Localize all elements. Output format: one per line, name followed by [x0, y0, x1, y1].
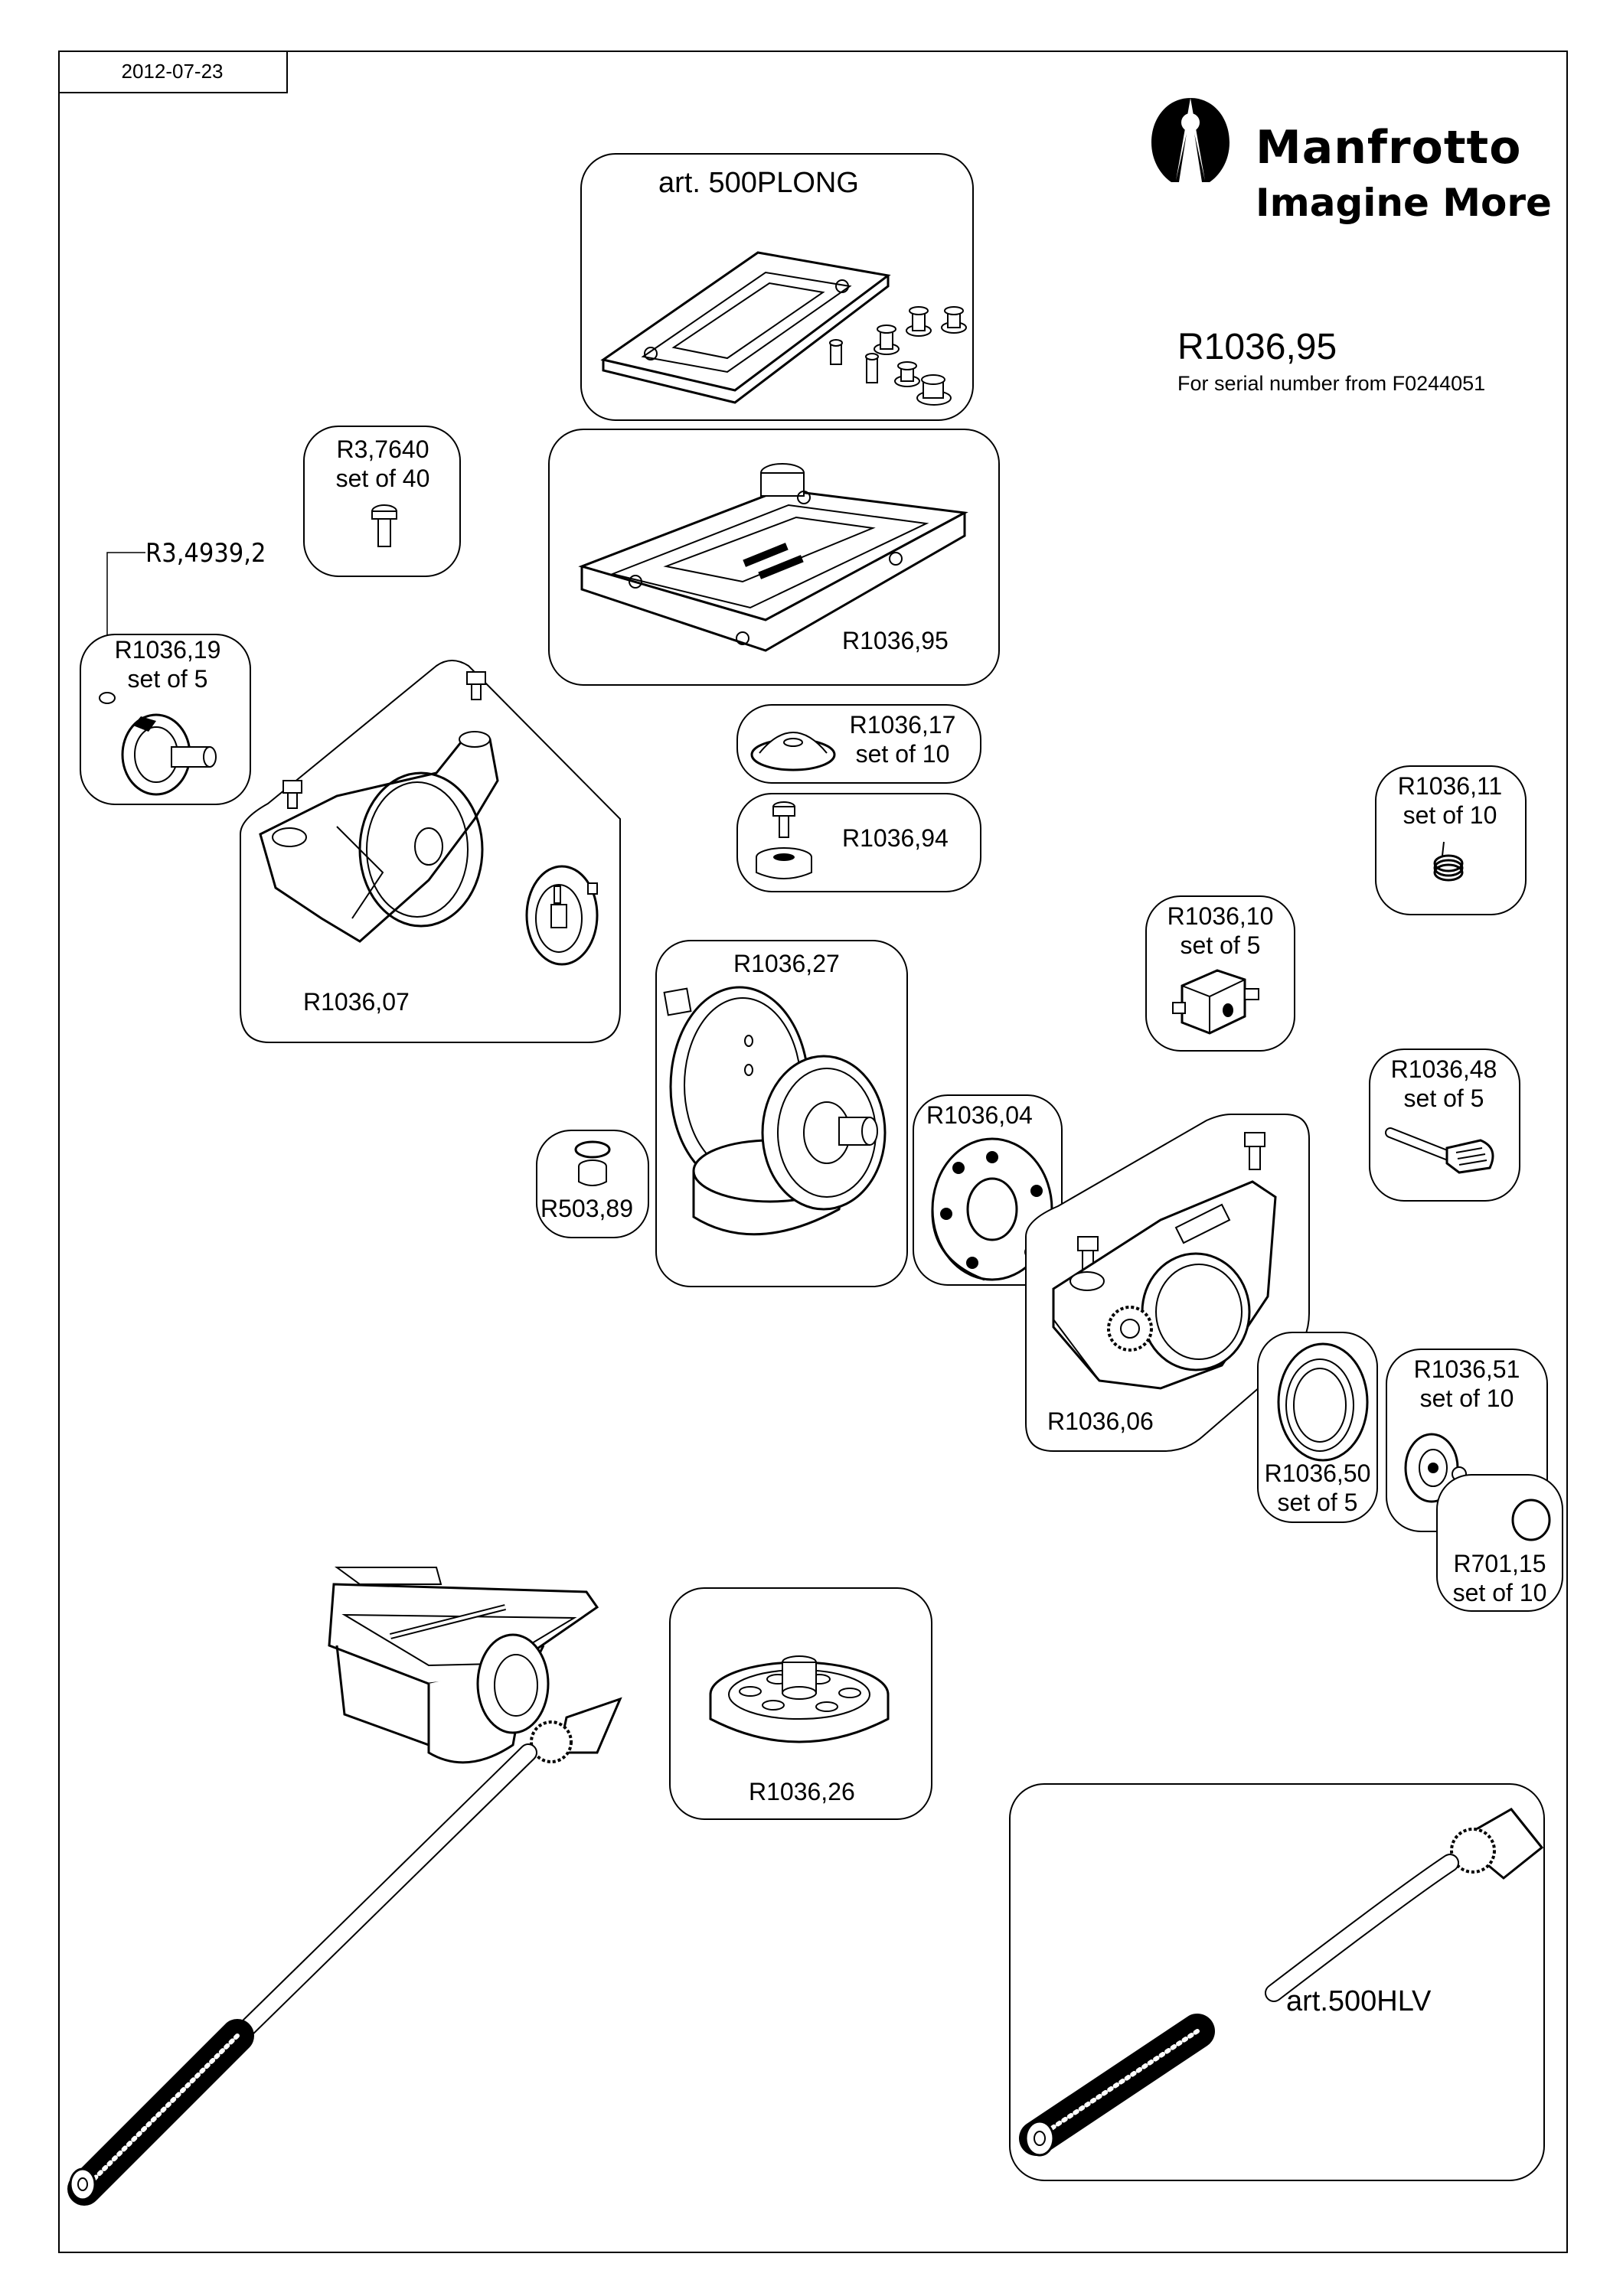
spindle-hub-icon	[95, 686, 248, 801]
brand-tagline: Imagine More	[1256, 181, 1552, 225]
part-label-500plong: art. 500PLONG	[658, 167, 859, 199]
pan-handle-icon	[1021, 1794, 1542, 2169]
part-label-r1036-48: R1036,48 set of 5	[1378, 1055, 1510, 1113]
plate-adapter-icon	[567, 444, 965, 673]
part-label-r1036-95: R1036,95	[842, 627, 949, 654]
fluid-disc-icon	[1266, 1338, 1373, 1476]
quick-release-plate-long-icon	[597, 207, 957, 413]
part-qty-r1036-50: set of 5	[1277, 1489, 1358, 1516]
part-qty-r1036-19: set of 5	[127, 665, 208, 693]
part-box-r3-7640[interactable]	[303, 426, 461, 577]
part-code-r1036-17: R1036,17	[849, 711, 956, 739]
brand-block: Manfrotto Imagine More	[1148, 90, 1562, 236]
part-label-r503-89: R503,89	[540, 1195, 633, 1222]
base-hub-icon	[697, 1645, 903, 1768]
part-label-r1036-07: R1036,07	[303, 988, 410, 1016]
part-code-r3-7640: R3,7640	[336, 435, 429, 463]
part-label-r1036-04: R1036,04	[926, 1101, 1033, 1129]
part-qty-r701-15: set of 10	[1452, 1579, 1547, 1606]
part-code-r1036-11: R1036,11	[1397, 772, 1503, 800]
part-label-500hlv: art.500HLV	[1286, 1985, 1432, 2017]
part-qty-r1036-11: set of 10	[1403, 801, 1497, 829]
part-label-r1036-27: R1036,27	[733, 950, 840, 977]
brand-name: Manfrotto	[1256, 121, 1522, 174]
part-qty-r1036-51: set of 10	[1419, 1384, 1514, 1412]
part-box-r701-15[interactable]	[1436, 1474, 1563, 1612]
lever-knob-icon	[1383, 1117, 1505, 1186]
drag-cap-icon	[1393, 1424, 1478, 1515]
part-qty-r1036-48: set of 5	[1403, 1084, 1484, 1112]
part-code-r1036-10: R1036,10	[1167, 902, 1274, 930]
bolt-washer-icon	[750, 796, 834, 888]
part-label-r1036-10: R1036,10 set of 5	[1154, 902, 1286, 960]
part-code-r1036-51: R1036,51	[1413, 1355, 1520, 1383]
part-label-r1036-06: R1036,06	[1047, 1407, 1154, 1435]
drawing-frame	[58, 51, 1568, 2253]
part-label-r1036-11: R1036,11 set of 10	[1384, 771, 1516, 830]
part-label-r1036-50: R1036,50 set of 5	[1260, 1459, 1375, 1517]
reference-note: For serial number from F0244051	[1177, 372, 1486, 395]
part-label-r1036-51: R1036,51 set of 10	[1398, 1355, 1536, 1413]
part-label-r3-4939: R3,4939,2	[145, 538, 266, 569]
screw-icon	[371, 504, 398, 550]
tilt-assembly-icon	[663, 980, 900, 1270]
part-code-r701-15: R701,15	[1453, 1550, 1546, 1577]
part-qty-r3-7640: set of 40	[335, 465, 430, 492]
part-label-r1036-26: R1036,26	[749, 1778, 855, 1805]
part-label-r1036-17: R1036,17 set of 10	[838, 710, 968, 768]
part-qty-r1036-17: set of 10	[855, 740, 950, 768]
part-box-r1036-95[interactable]	[548, 429, 1000, 686]
cap-disc-icon	[1508, 1497, 1554, 1543]
part-box-r1036-48[interactable]	[1369, 1049, 1520, 1202]
part-label-r3-7640: R3,7640 set of 40	[322, 435, 444, 493]
part-code-r1036-50: R1036,50	[1264, 1459, 1371, 1487]
manfrotto-logo-icon	[1151, 98, 1229, 182]
date-box: 2012-07-23	[58, 51, 288, 93]
pan-housing-icon	[245, 666, 612, 1003]
reference-code: R1036,95	[1177, 327, 1337, 367]
lock-block-icon	[1171, 963, 1263, 1039]
part-label-r1036-94: R1036,94	[842, 824, 949, 852]
date-label: 2012-07-23	[121, 59, 224, 83]
part-code-r1036-48: R1036,48	[1390, 1055, 1497, 1083]
part-box-r1036-11[interactable]	[1375, 765, 1527, 915]
washer-dome-icon	[747, 716, 839, 778]
part-label-r1036-19: R1036,19 set of 5	[103, 635, 233, 693]
part-qty-r1036-10: set of 5	[1180, 931, 1261, 959]
spring-icon	[1427, 839, 1470, 885]
fluid-head-assembly-icon	[69, 1561, 620, 2189]
part-code-r1036-19: R1036,19	[114, 636, 221, 664]
part-label-r701-15: R701,15 set of 10	[1442, 1549, 1557, 1607]
tilt-housing-icon	[1038, 1128, 1298, 1434]
clip-ring-icon	[570, 1139, 616, 1192]
